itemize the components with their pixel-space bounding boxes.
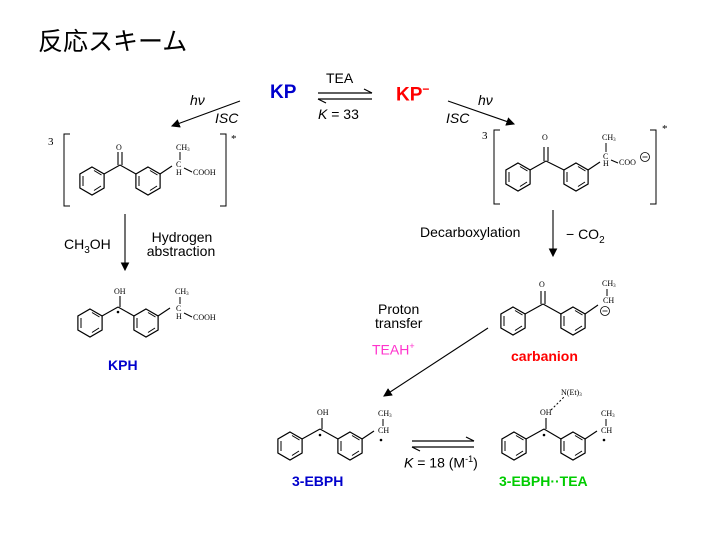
svg-text:COOH: COOH: [193, 168, 216, 177]
k-value-bottom: K = 18 (M-1): [404, 454, 478, 471]
species-carbanion: carbanion: [511, 348, 578, 364]
svg-text:O: O: [116, 143, 122, 152]
arrow-hv-left: [170, 100, 241, 128]
transfer-label: transfer: [375, 315, 423, 331]
svg-text:*: *: [231, 133, 237, 145]
page-title: 反応スキーム: [38, 27, 188, 56]
svg-text:3: 3: [482, 130, 488, 142]
species-kp: KP: [270, 82, 297, 103]
k-value-top: K = 33: [318, 106, 359, 122]
abstraction-label: abstraction: [146, 243, 216, 259]
hydrogen-label: Hydrogen: [151, 229, 213, 245]
structure-kph: OH CH3 C H COOH: [77, 287, 216, 338]
svg-text:CH: CH: [601, 426, 612, 435]
svg-text:O: O: [542, 133, 548, 142]
isc-label-right: ISC: [446, 110, 470, 126]
svg-text:CH3: CH3: [601, 409, 615, 419]
equilibrium-arrows-bottom: [411, 436, 475, 452]
reagent-tea: TEA: [326, 70, 354, 86]
structure-carbanion: O CH3 CH: [500, 279, 616, 336]
structure-triplet-kp-anion: 3 * O CH3 C H COO: [482, 123, 668, 205]
species-kp-anion: KP−: [396, 82, 430, 106]
svg-text:CH3: CH3: [602, 133, 616, 143]
svg-text:H: H: [176, 168, 182, 177]
structure-3-ebph-tea: OH N(Et)3 CH3 CH: [501, 388, 615, 461]
svg-text:*: *: [662, 123, 668, 135]
teah-label: TEAH+: [372, 341, 415, 358]
structure-triplet-kp: 3 * O CH3 C H COOH: [48, 133, 237, 207]
svg-text:OH: OH: [114, 287, 126, 296]
svg-text:CH: CH: [378, 426, 389, 435]
structure-3-ebph: OH CH3 CH: [277, 408, 392, 461]
species-3-ebph: 3-EBPH: [292, 473, 344, 489]
svg-text:CH3: CH3: [602, 279, 616, 289]
svg-text:H: H: [176, 312, 182, 321]
svg-text:C: C: [176, 304, 181, 313]
svg-text:C: C: [603, 152, 608, 161]
svg-text:C: C: [176, 160, 181, 169]
svg-text:CH3: CH3: [378, 409, 392, 419]
svg-text:3: 3: [48, 136, 54, 148]
hv-label-right: hν: [478, 92, 493, 108]
svg-text:OH: OH: [540, 408, 552, 417]
svg-text:COOH: COOH: [193, 313, 216, 322]
svg-text:CH3: CH3: [176, 143, 190, 153]
co2-loss-label: − CO2: [566, 226, 605, 246]
svg-text:CH3: CH3: [175, 287, 189, 297]
arrow-hv-right: [447, 100, 516, 126]
equilibrium-arrows-top: [317, 88, 373, 104]
svg-text:O: O: [539, 280, 545, 289]
svg-text:CH: CH: [603, 296, 614, 305]
species-kph: KPH: [108, 357, 138, 373]
proton-label: Proton: [378, 301, 420, 317]
svg-text:H: H: [603, 159, 609, 168]
hv-label-left: hν: [190, 92, 205, 108]
svg-text:COO: COO: [619, 158, 636, 167]
solvent-ch3oh: CH3OH: [64, 236, 111, 256]
svg-text:N(Et)3: N(Et)3: [561, 388, 582, 398]
arrow-proton-transfer: [383, 327, 489, 397]
decarboxylation-label: Decarboxylation: [420, 224, 521, 240]
svg-text:OH: OH: [317, 408, 329, 417]
species-3-ebph-tea: 3-EBPH··TEA: [499, 473, 588, 489]
isc-label-left: ISC: [215, 110, 239, 126]
